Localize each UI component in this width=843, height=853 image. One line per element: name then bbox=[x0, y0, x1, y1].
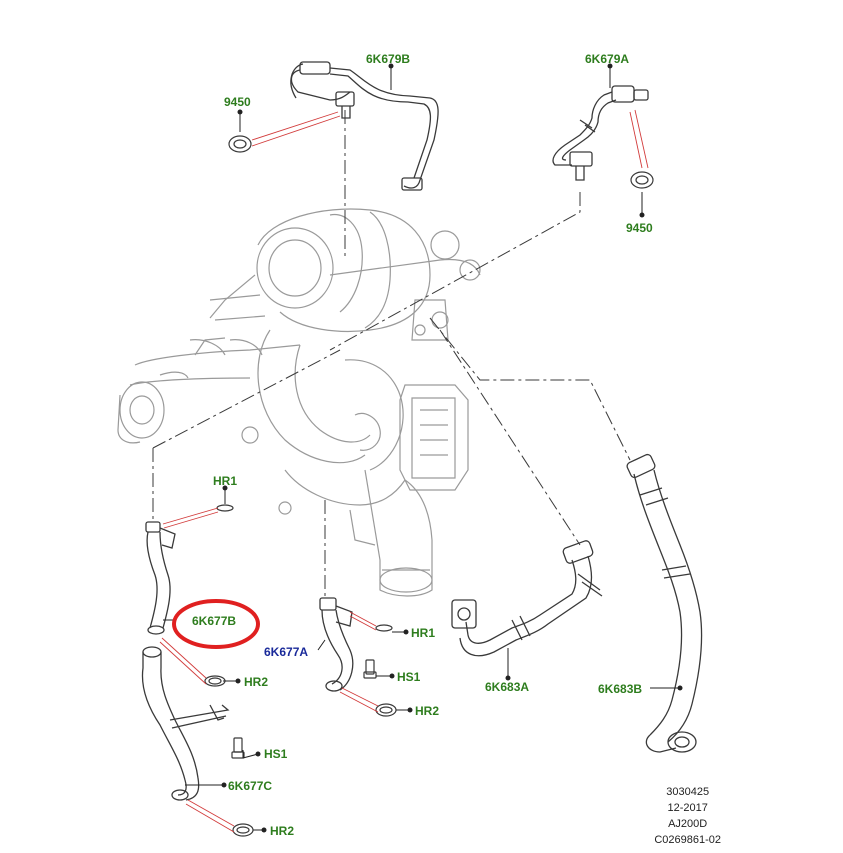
o-ring-hr2-bottom bbox=[232, 823, 254, 837]
clip-hr1-top bbox=[216, 504, 234, 512]
label-6K677B: 6K677B bbox=[192, 614, 237, 628]
tube-6K677A bbox=[319, 597, 354, 692]
bolt-hs1-mid bbox=[363, 659, 377, 679]
ref-number: 3030425 bbox=[666, 786, 710, 798]
pipe-6K683A bbox=[451, 540, 603, 657]
pipe-6K679A bbox=[552, 85, 649, 181]
highlight-circle-6K677B bbox=[172, 599, 260, 649]
tube-6K677B bbox=[145, 521, 176, 635]
pipe-6K683B bbox=[626, 453, 703, 753]
label-hr1-mid: HR1 bbox=[411, 626, 436, 640]
label-6K677A: 6K677A bbox=[264, 645, 309, 659]
clip-hr1-mid bbox=[375, 624, 393, 632]
o-ring-hr2-mid bbox=[375, 703, 397, 717]
label-9450-right: 9450 bbox=[626, 221, 653, 235]
o-ring-9450-right bbox=[630, 171, 654, 189]
turbocharger-assembly bbox=[117, 208, 481, 597]
hardware bbox=[204, 135, 654, 837]
label-hs1-mid: HS1 bbox=[397, 670, 421, 684]
o-ring-9450-left bbox=[228, 135, 252, 153]
red-reference-lines bbox=[159, 109, 649, 833]
label-hr2-bottom: HR2 bbox=[270, 824, 295, 838]
label-hr1-top: HR1 bbox=[213, 474, 238, 488]
leader-dots bbox=[221, 63, 683, 833]
label-6K683A: 6K683A bbox=[485, 680, 530, 694]
label-hs1-left: HS1 bbox=[264, 747, 288, 761]
ref-date: 12-2017 bbox=[667, 802, 708, 814]
label-9450-left: 9450 bbox=[224, 95, 251, 109]
ref-illustration-id: C0269861-02 bbox=[654, 834, 721, 846]
label-6K679B: 6K679B bbox=[366, 52, 411, 66]
label-6K679A: 6K679A bbox=[585, 52, 630, 66]
pipe-6K679B bbox=[290, 61, 439, 191]
label-6K677C: 6K677C bbox=[228, 779, 273, 793]
assembly-center-lines bbox=[152, 110, 631, 600]
tube-6K677C bbox=[141, 646, 230, 801]
ref-engine-code: AJ200D bbox=[668, 818, 708, 830]
bolt-hs1-left bbox=[231, 737, 245, 759]
label-hr2-left: HR2 bbox=[244, 675, 269, 689]
diagram-reference-block: 3030425 12-2017 AJ200D C0269861-02 bbox=[654, 784, 721, 848]
label-hr2-mid: HR2 bbox=[415, 704, 440, 718]
label-6K683B: 6K683B bbox=[598, 682, 643, 696]
